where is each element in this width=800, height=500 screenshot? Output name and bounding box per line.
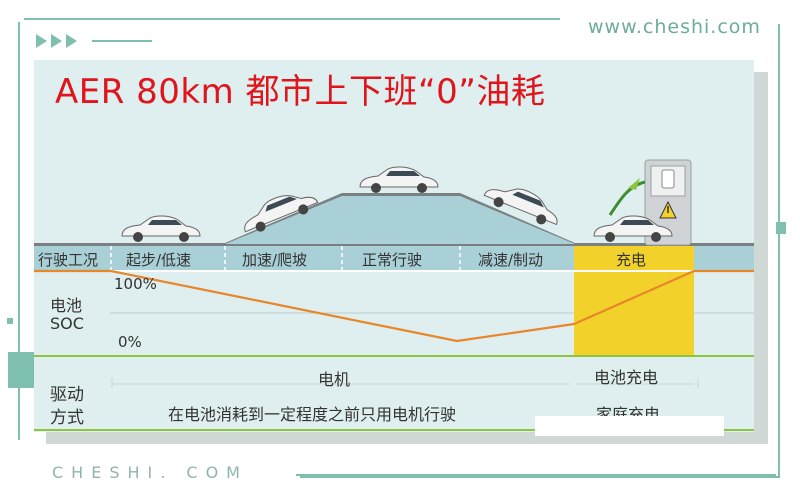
arrow-decoration bbox=[36, 33, 81, 52]
drive-motor-desc: 在电池消耗到一定程度之前只用电机行驶 bbox=[168, 405, 457, 424]
drive-charge-label: 电池充电 bbox=[594, 368, 659, 387]
accent-square-left bbox=[7, 318, 13, 324]
frame-gap-corner bbox=[10, 10, 24, 22]
arrow-icon bbox=[36, 34, 47, 48]
row-header-condition: 行驶工况 bbox=[38, 251, 99, 269]
soc-curve bbox=[34, 269, 754, 343]
brand-watermark-top: www.cheshi.com bbox=[588, 16, 761, 38]
charging-zone bbox=[574, 243, 694, 356]
frame-gap-bottom bbox=[10, 440, 300, 485]
stage-label-accelerate: 加速/爬坡 bbox=[242, 251, 308, 269]
drive-label-line2: 方式 bbox=[50, 408, 84, 428]
hill-fill bbox=[225, 196, 575, 244]
charging-plug-icon bbox=[608, 180, 646, 216]
brand-watermark-bottom: CHESHI. COM bbox=[52, 463, 248, 482]
stage-label-charge: 充电 bbox=[616, 251, 647, 269]
outer-frame bbox=[18, 18, 780, 478]
car-icon bbox=[121, 215, 201, 242]
accent-square-right bbox=[776, 222, 786, 234]
drive-motor-label: 电机 bbox=[318, 370, 351, 389]
stage-label-cruise: 正常行驶 bbox=[362, 251, 423, 269]
stage-label-decelerate: 减速/制动 bbox=[478, 251, 544, 269]
page-title: AER 80km 都市上下班“0”油耗 bbox=[55, 72, 546, 112]
drive-label-line1: 驱动 bbox=[50, 385, 84, 405]
bottom-rule bbox=[296, 474, 776, 476]
arrow-line bbox=[92, 40, 152, 42]
car-icon bbox=[593, 215, 673, 242]
panel-shadow-right bbox=[754, 72, 768, 444]
overlay-blank bbox=[535, 416, 724, 436]
arrow-icon bbox=[66, 34, 77, 48]
car-icon bbox=[359, 166, 439, 193]
frame-gap-top bbox=[560, 10, 780, 24]
soc-low-label: 0% bbox=[118, 333, 142, 351]
stage-label-start: 起步/低速 bbox=[126, 251, 192, 269]
charging-station-icon bbox=[608, 159, 692, 246]
soc-high-label: 100% bbox=[114, 275, 157, 293]
soc-label-line1: 电池 bbox=[50, 296, 83, 315]
car-icon bbox=[483, 188, 558, 226]
car-icon bbox=[244, 195, 319, 233]
soc-label-line2: SOC bbox=[50, 314, 84, 333]
arrow-icon bbox=[51, 34, 62, 48]
